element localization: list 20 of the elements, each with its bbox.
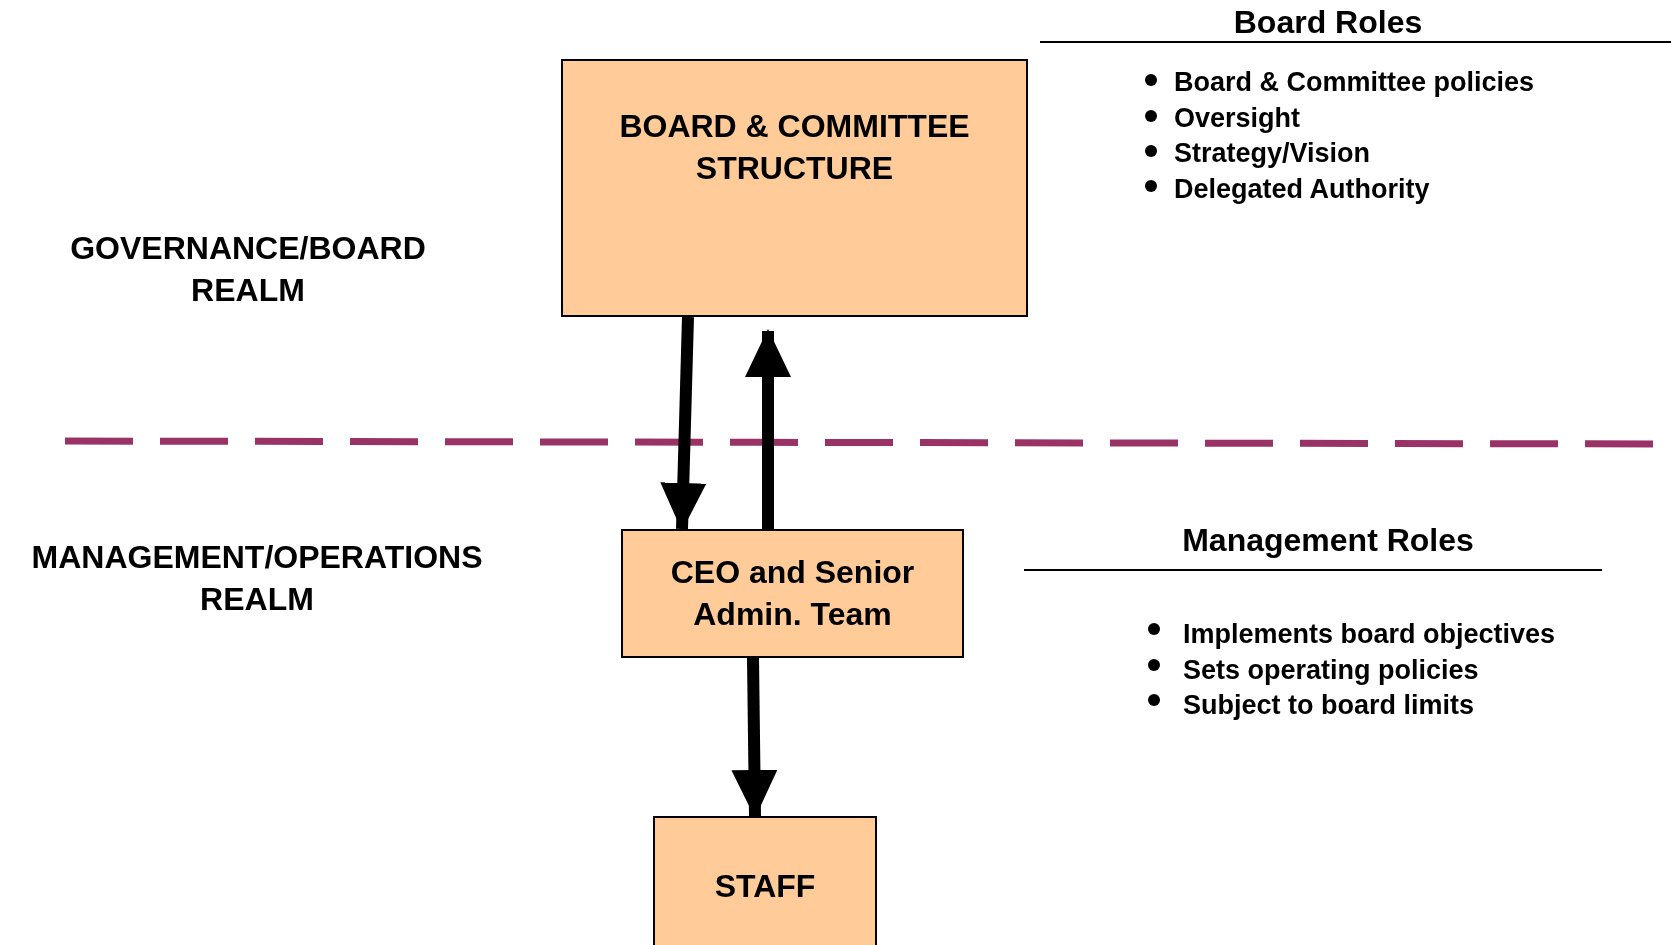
list-item: Board & Committee policies xyxy=(1174,66,1535,99)
list-item: Oversight xyxy=(1174,102,1301,135)
process-box xyxy=(621,529,964,658)
realm-label: GOVERNANCE/BOARD REALM xyxy=(69,229,427,310)
box-label: STAFF xyxy=(714,867,816,907)
realm-label: MANAGEMENT/OPERATIONS REALM xyxy=(30,538,484,619)
list-item: Implements board objectives xyxy=(1183,618,1556,651)
list-item: Subject to board limits xyxy=(1183,689,1475,722)
arrow xyxy=(731,657,778,818)
arrow xyxy=(660,316,707,531)
process-box xyxy=(561,59,1028,317)
process-box xyxy=(653,816,877,945)
box-label: CEO and Senior Admin. Team xyxy=(669,552,916,634)
arrow xyxy=(745,329,791,529)
list-item: Sets operating policies xyxy=(1183,654,1479,687)
list-item: Delegated Authority xyxy=(1174,173,1430,206)
section-heading: Board Roles xyxy=(1232,3,1424,42)
list-item: Strategy/Vision xyxy=(1174,137,1371,170)
section-heading: Management Roles xyxy=(1181,521,1475,560)
box-label: BOARD & COMMITTEE STRUCTURE xyxy=(618,107,971,188)
